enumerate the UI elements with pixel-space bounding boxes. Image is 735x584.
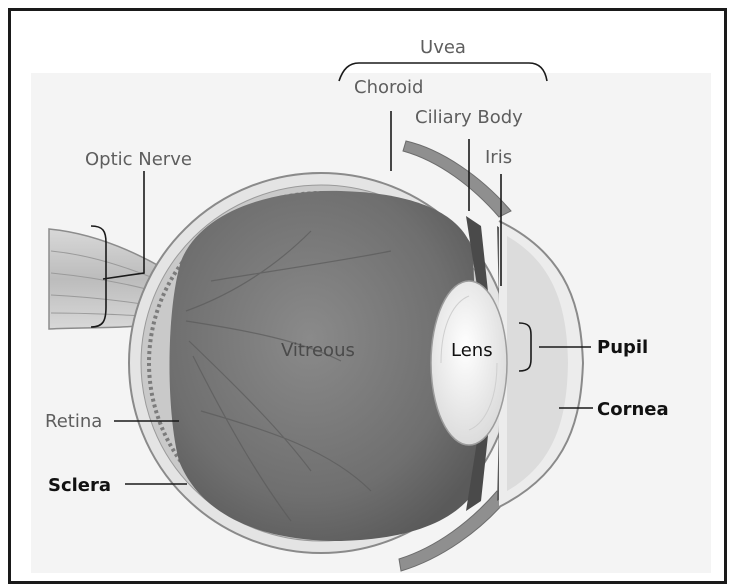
ciliary-body-label: Ciliary Body — [415, 107, 523, 128]
optic-nerve-label: Optic Nerve — [85, 149, 192, 170]
pupil-label: Pupil — [597, 337, 648, 358]
uvea-label: Uvea — [420, 37, 466, 58]
iris-label: Iris — [485, 147, 512, 168]
choroid-label: Choroid — [354, 77, 423, 98]
diagram-frame: Uvea Choroid Ciliary Body Iris Optic Ner… — [8, 8, 727, 584]
retina-label: Retina — [45, 411, 102, 432]
lens-shape — [431, 281, 507, 445]
vitreous-label: Vitreous — [281, 340, 355, 361]
sclera-label: Sclera — [48, 475, 111, 496]
cornea-label: Cornea — [597, 399, 669, 420]
eye-diagram: Uvea Choroid Ciliary Body Iris Optic Ner… — [11, 11, 724, 581]
lens-label: Lens — [451, 340, 493, 361]
